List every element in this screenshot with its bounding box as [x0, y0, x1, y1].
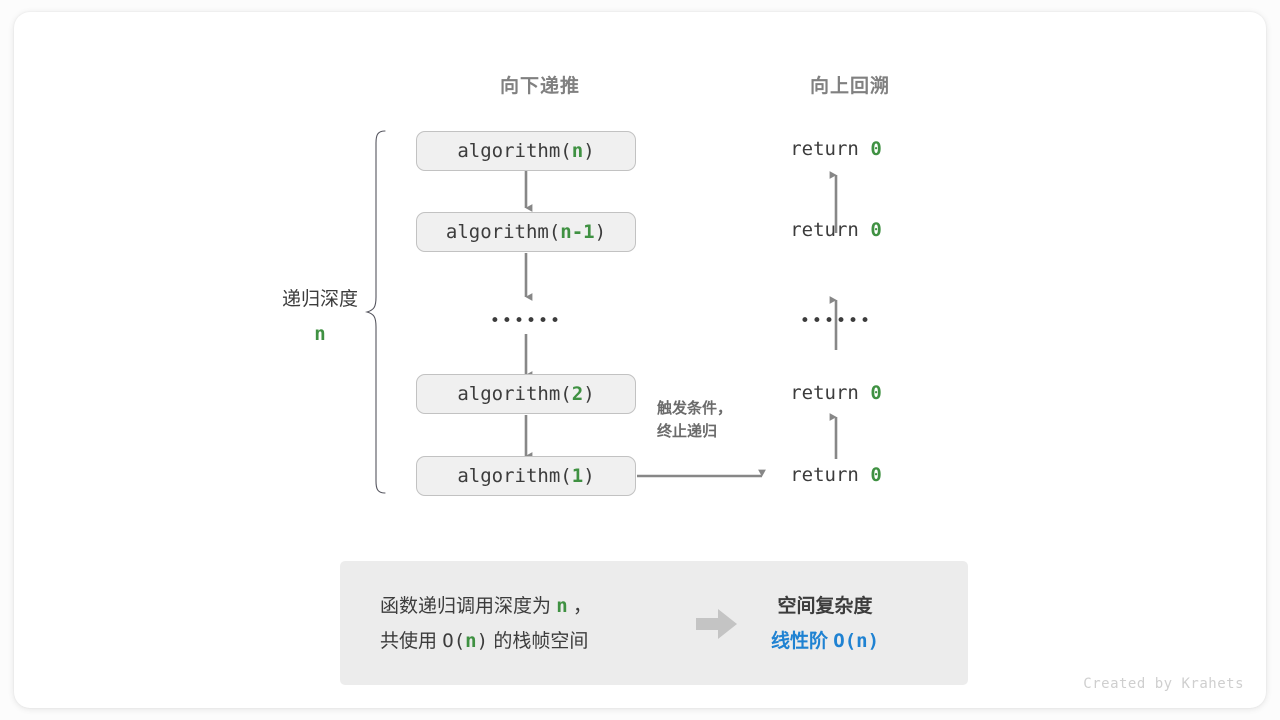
summary-result-value: 线性阶 O(n) — [722, 624, 928, 659]
summary-line-2: 共使用 O(n) 的栈帧空间 — [380, 624, 592, 659]
return-keyword: return — [790, 219, 859, 241]
base-case-note-line2: 终止递归 — [657, 423, 718, 441]
summary-result-value-mono: O(n) — [833, 630, 880, 653]
connector-layer — [365, 130, 838, 494]
recursion-depth-brace — [365, 130, 386, 494]
summary-line-2-text-b: 的栈帧空间 — [488, 631, 589, 653]
return-row-1: return 0 — [736, 138, 936, 160]
recursion-depth-value: n — [314, 323, 326, 345]
call-box-arg: 1 — [571, 465, 584, 487]
return-value: 0 — [870, 382, 882, 404]
summary-line-1: 函数递归调用深度为 n ， — [380, 589, 592, 624]
call-box-2[interactable]: algorithm(2) — [416, 374, 636, 414]
call-box-close: ) — [583, 383, 595, 405]
summary-panel: 函数递归调用深度为 n ， 共使用 O(n) 的栈帧空间 空间复杂度 线性阶 O… — [340, 561, 968, 685]
summary-line-2-n: n — [465, 630, 477, 653]
recursion-depth-label: 递归深度 n — [230, 284, 410, 345]
return-row-4: return 0 — [736, 464, 936, 486]
block-arrow-right-icon — [696, 609, 737, 639]
summary-line-1-text-b: ， — [567, 596, 593, 617]
column-heading-backtrack-up: 向上回溯 — [809, 76, 890, 97]
call-box-1[interactable]: algorithm(1) — [416, 456, 636, 496]
summary-line-1-n: n — [556, 595, 568, 617]
summary-result-title: 空间复杂度 — [777, 596, 873, 617]
call-box-close: ) — [594, 221, 607, 243]
call-box-close: ) — [583, 465, 595, 487]
summary-line-2-close: ) — [476, 630, 489, 653]
summary-result: 空间复杂度 线性阶 O(n) — [722, 589, 928, 659]
call-box-arg: n — [571, 140, 584, 162]
return-row-2: return 0 — [736, 219, 936, 241]
call-box-n-minus-1[interactable]: algorithm(n-1) — [416, 212, 636, 252]
summary-result-value-text: 线性阶 — [770, 631, 834, 653]
summary-line-2-o: O( — [442, 630, 466, 653]
summary-description: 函数递归调用深度为 n ， 共使用 O(n) 的栈帧空间 — [380, 589, 592, 659]
left-column-ellipsis: •••••• — [489, 311, 563, 331]
column-heading-recurse-down: 向下递推 — [499, 76, 580, 97]
return-value: 0 — [870, 138, 882, 160]
call-box-n[interactable]: algorithm(n) — [416, 131, 636, 171]
right-column-ellipsis: •••••• — [799, 311, 873, 331]
summary-line-2-text-a: 共使用 — [380, 631, 443, 653]
summary-line-1-text-a: 函数递归调用深度为 — [380, 596, 557, 617]
call-box-arg: n-1 — [560, 221, 595, 243]
base-case-note: 触发条件， 终止递归 — [657, 397, 732, 444]
return-keyword: return — [790, 382, 859, 404]
call-box-label: algorithm( — [457, 140, 572, 162]
credit-text: Created by Krahets — [1083, 676, 1244, 692]
diagram-canvas: 向下递推 向上回溯 — [14, 12, 1266, 708]
recursion-depth-text: 递归深度 — [281, 289, 358, 310]
call-box-label: algorithm( — [457, 465, 572, 487]
call-box-label: algorithm( — [445, 221, 561, 243]
return-value: 0 — [870, 219, 882, 241]
call-box-label: algorithm( — [457, 383, 572, 405]
return-row-3: return 0 — [736, 382, 936, 404]
return-value: 0 — [870, 464, 882, 486]
call-box-arg: 2 — [571, 383, 584, 405]
return-keyword: return — [790, 464, 859, 486]
call-box-close: ) — [583, 140, 595, 162]
base-case-note-line1: 触发条件， — [657, 400, 733, 417]
return-keyword: return — [790, 138, 859, 160]
